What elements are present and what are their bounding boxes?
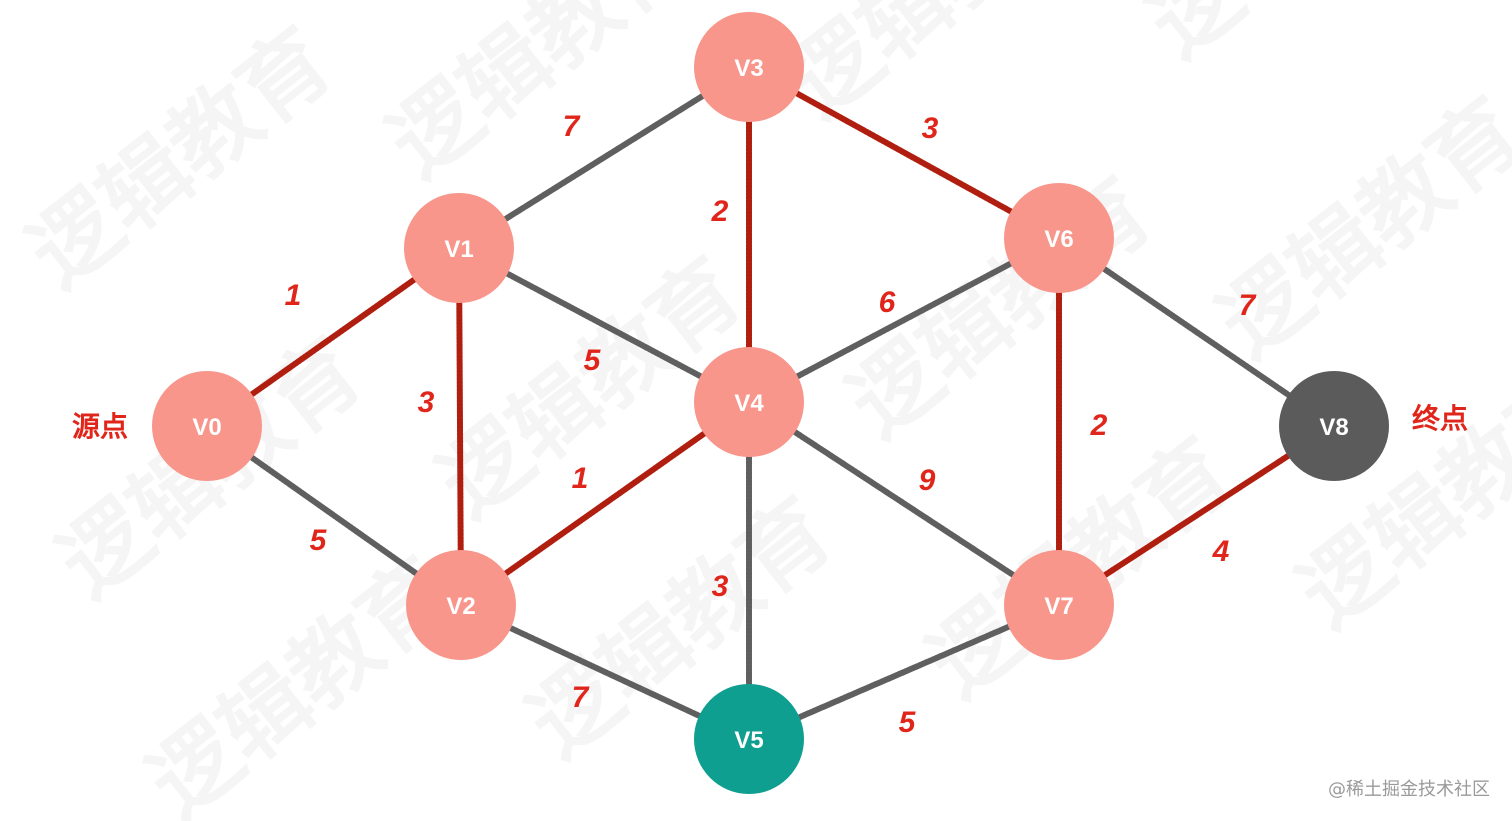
node-label: V8 (1319, 414, 1348, 441)
node-label: V2 (446, 593, 475, 620)
footer-credit: @稀土掘金技术社区 (1328, 779, 1490, 800)
watermark-text: 逻辑教育 (770, 0, 1111, 137)
node-circle (694, 347, 804, 457)
edge-v3-v6 (746, 64, 1062, 241)
node-label: V7 (1044, 593, 1073, 620)
node-label: V3 (734, 55, 763, 82)
edge-weight-v7-v8: 4 (1212, 535, 1230, 568)
node-circle (404, 193, 514, 303)
edge-weight-v6-v8: 7 (1239, 289, 1257, 322)
edge-weight-v0-v2: 5 (310, 524, 328, 557)
edge-weight-v2-v5: 7 (572, 681, 590, 714)
weight-label-layer: 1 5 3 7 5 1 7 2 3 3 6 9 5 2 7 4 (285, 110, 1257, 739)
node-v5: V5 (694, 684, 804, 794)
edge-v1-v2 (456, 245, 464, 608)
edge-weight-v3-v4: 2 (711, 195, 729, 228)
watermark-text: 逻辑教育 (1130, 0, 1471, 77)
node-v3: V3 (694, 12, 804, 122)
edge-weight-v2-v4: 1 (572, 462, 589, 495)
edge-v4-v7 (746, 399, 1062, 608)
node-v1: V1 (404, 193, 514, 303)
edge-layer (204, 64, 1337, 742)
node-circle (406, 550, 516, 660)
node-v6: V6 (1004, 183, 1114, 293)
target-label: 终点 (1412, 402, 1468, 435)
node-v8: V8 (1279, 371, 1389, 481)
edge-weight-v1-v2: 3 (418, 386, 435, 419)
edge-weight-v3-v6: 3 (922, 112, 939, 145)
edge-weight-v5-v7: 5 (899, 706, 917, 739)
node-circle (1004, 550, 1114, 660)
edge-weight-v6-v7: 2 (1090, 409, 1108, 442)
node-circle (152, 371, 262, 481)
edge-v5-v7 (746, 602, 1062, 742)
node-label: V4 (734, 390, 764, 417)
edge-weight-v4-v5: 3 (712, 570, 729, 603)
node-v0: V0 (152, 371, 262, 481)
edge-weight-v0-v1: 1 (285, 279, 302, 312)
edge-v2-v4 (458, 399, 752, 608)
node-circle (1279, 371, 1389, 481)
node-v7: V7 (1004, 550, 1114, 660)
node-circle (694, 684, 804, 794)
watermark-text: 逻辑教育 (10, 9, 351, 307)
edge-v6-v8 (1056, 235, 1337, 429)
edge-weight-v1-v3: 7 (563, 110, 581, 143)
node-label: V5 (734, 727, 763, 754)
watermark-text: 逻辑教育 (370, 0, 711, 197)
source-label: 源点 (72, 410, 128, 443)
node-circle (694, 12, 804, 122)
node-circle (1004, 183, 1114, 293)
node-label: V6 (1044, 226, 1073, 253)
node-label: V0 (192, 414, 221, 441)
node-v4: V4 (694, 347, 804, 457)
node-label: V1 (444, 236, 473, 263)
edge-v4-v6 (746, 235, 1062, 405)
edge-weight-v4-v7: 9 (919, 464, 936, 497)
edge-v1-v3 (456, 64, 752, 251)
edge-weight-v1-v4: 5 (584, 344, 602, 377)
watermark-text: 逻辑教育 (1200, 79, 1512, 377)
edge-weight-v4-v6: 6 (879, 286, 896, 319)
node-v2: V2 (406, 550, 516, 660)
